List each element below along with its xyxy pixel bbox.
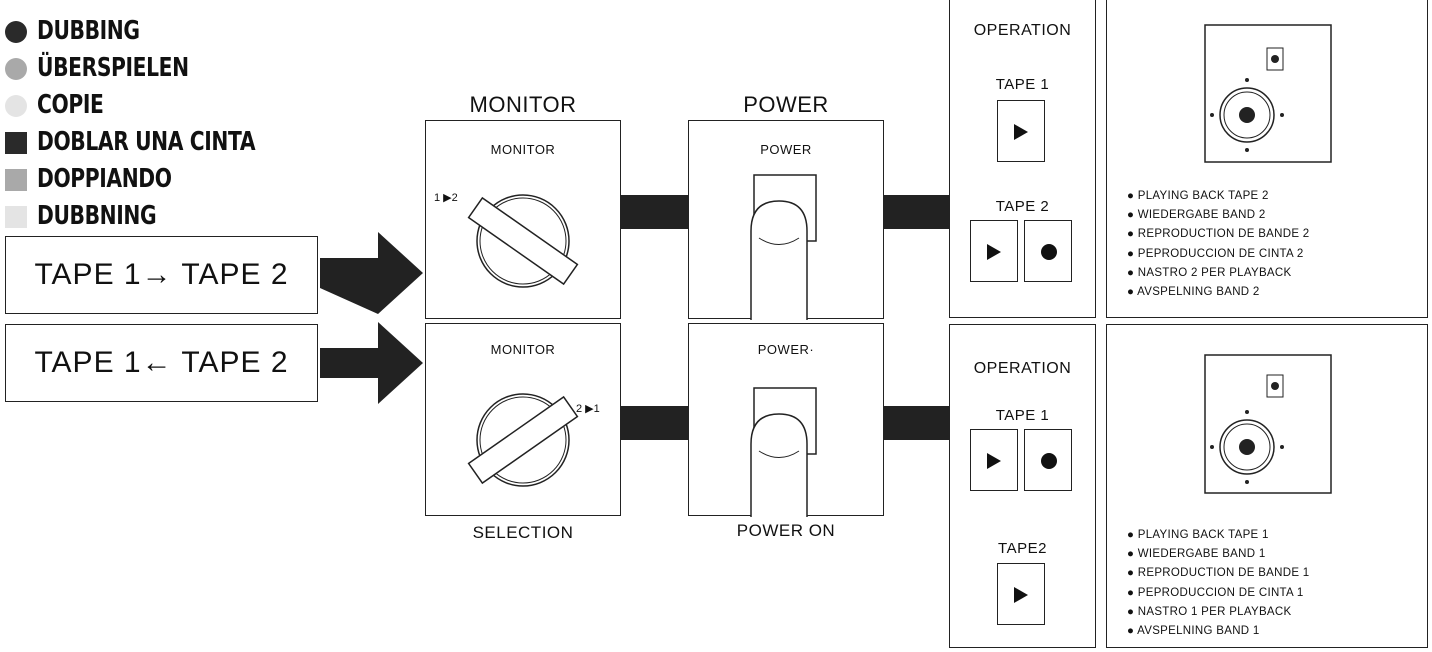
legend-label: DUBBING [37,16,140,46]
notes-list: ● PLAYING BACK TAPE 2 ● WIEDERGABE BAND … [1127,187,1310,302]
connector-bar [320,258,378,288]
legend-marker-icon [5,58,27,80]
tape2-play-button[interactable] [970,220,1018,282]
legend-marker-icon [5,132,27,154]
power-caption: POWER ON [736,521,836,540]
legend-label: ÜBERSPIELEN [37,53,189,83]
power-panel-label: POWER [760,142,812,157]
tape1-record-button[interactable] [1024,429,1072,491]
note-item: ● REPRODUCTION DE BANDE 1 [1127,567,1310,580]
connector-bar [620,195,688,229]
play-icon [987,244,1001,260]
tape2-label: TAPE2 [998,540,1047,557]
power-button-icon [750,174,817,320]
note-item: ● NASTRO 2 PER PLAYBACK [1127,266,1292,279]
monitor-selector-text: 1 ▶2 [434,192,458,204]
record-icon [1041,453,1057,469]
operation-title: OPERATION [973,22,1072,39]
connector-bar [620,406,688,440]
tape1-label: TAPE 1 [995,407,1050,424]
play-icon [1014,124,1028,140]
note-item: ● PEPRODUCCION DE CINTA 2 [1127,247,1304,260]
tape-direction-label: TAPE 1→ TAPE 2 [34,258,289,291]
connector-bar [883,195,949,229]
monitor-selector-text: 2 ▶1 [576,403,600,415]
notes-list: ● PLAYING BACK TAPE 1 ● WIEDERGABE BAND … [1127,526,1310,641]
power-panel: POWER [688,120,884,320]
tape-direction-box: TAPE 1← TAPE 2 [5,324,318,402]
cassette-deck-icon [1204,24,1332,163]
note-item: ● PEPRODUCCION DE CINTA 1 [1127,586,1304,599]
play-icon [1014,587,1028,603]
note-item: ● AVSPELNING BAND 2 [1127,286,1260,299]
power-button-icon [750,387,817,517]
legend-marker-icon [5,206,27,228]
legend-label: DOBLAR UNA CINTA [37,127,256,157]
monitor-caption: SELECTION [472,523,574,542]
record-icon [1041,244,1057,260]
legend-marker-icon [5,95,27,117]
note-item: ● NASTRO 1 PER PLAYBACK [1127,605,1292,618]
legend-label: COPIE [37,90,104,120]
operation-panel: OPERATION TAPE 1 TAPE 2 [949,0,1096,318]
power-title: POWER [743,92,829,117]
cassette-deck-icon [1204,354,1332,494]
connector-bar [883,406,949,440]
note-item: ● WIEDERGABE BAND 1 [1127,548,1266,561]
monitor-panel-label: MONITOR [490,342,556,357]
note-item: ● PLAYING BACK TAPE 1 [1127,529,1269,541]
note-item: ● REPRODUCTION DE BANDE 2 [1127,228,1310,241]
legend-label: DUBBNING [37,201,157,231]
tape-direction-box: TAPE 1→ TAPE 2 [5,236,318,314]
monitor-panel: MONITOR 2 ▶1 [425,323,621,516]
arrow-right-icon [378,322,423,404]
power-panel-label: POWER· [757,342,815,357]
tape-direction-label: TAPE 1← TAPE 2 [34,346,289,379]
tape1-label: TAPE 1 [995,76,1050,93]
monitor-knob-icon [467,393,579,487]
operation-title: OPERATION [973,360,1072,377]
operation-panel: OPERATION TAPE 1 TAPE2 [949,324,1096,648]
tape2-label: TAPE 2 [995,198,1050,215]
legend-label: DOPPIANDO [37,164,172,194]
monitor-title: MONITOR [469,92,577,117]
result-panel: ● PLAYING BACK TAPE 2 ● WIEDERGABE BAND … [1106,0,1428,318]
tape2-record-button[interactable] [1024,220,1072,282]
note-item: ● WIEDERGABE BAND 2 [1127,209,1266,222]
monitor-panel-label: MONITOR [490,142,556,157]
connector-bar [320,348,378,378]
legend-marker-icon [5,169,27,191]
tape1-play-button[interactable] [997,100,1045,162]
result-panel: ● PLAYING BACK TAPE 1 ● WIEDERGABE BAND … [1106,324,1428,648]
note-item: ● AVSPELNING BAND 1 [1127,625,1260,638]
power-panel: POWER· [688,323,884,517]
monitor-knob-icon [467,194,579,288]
monitor-panel: MONITOR 1 ▶2 [425,120,621,319]
tape1-play-button[interactable] [970,429,1018,491]
play-icon [987,453,1001,469]
legend-marker-icon [5,21,27,43]
note-item: ● PLAYING BACK TAPE 2 [1127,190,1269,202]
tape2-play-button[interactable] [997,563,1045,625]
